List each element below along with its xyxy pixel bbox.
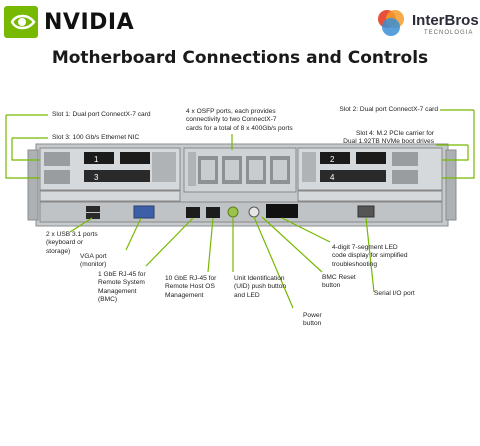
label-osfp-line2: connectivity to two ConnectX-7 — [186, 116, 277, 124]
rj45-10gbe — [206, 207, 220, 218]
label-usb-line1: 2 x USB 3.1 ports — [46, 231, 98, 238]
interbros-subtitle: TECNOLOGIA — [424, 30, 474, 36]
label-bmc-reset: BMC Reset button — [322, 274, 356, 291]
label-slot4: Slot 4: M.2 PCIe carrier for Dual 1.92TB… — [343, 130, 434, 147]
label-vga-line2: (monitor) — [80, 261, 107, 269]
vga-port — [133, 205, 155, 219]
serial-port — [357, 205, 375, 218]
label-slot4-line2: Dual 1.92TB NVMe boot drives — [343, 138, 434, 146]
label-rj45-1gbe-line2: Remote System — [98, 279, 145, 287]
label-power-line2: button — [303, 320, 322, 328]
label-vga: VGA port (monitor) — [80, 253, 107, 270]
label-osfp-line1: 4 x OSFP ports, each provides — [186, 108, 276, 115]
label-osfp: 4 x OSFP ports, each provides connectivi… — [186, 108, 293, 133]
label-rj45-1gbe-line4: (BMC) — [98, 295, 118, 303]
led-segment-display — [266, 204, 298, 218]
interbros-logo: InterBros TECNOLOGIA — [376, 8, 479, 48]
label-rj45-10gbe-line3: Management — [165, 291, 204, 299]
right-card-bay — [297, 147, 443, 202]
label-rj45-1gbe: 1 GbE RJ-45 for Remote System Management… — [98, 271, 146, 304]
label-power-line1: Power — [303, 312, 322, 319]
label-power: Power button — [303, 312, 322, 329]
label-rj45-10gbe: 10 GbE RJ-45 for Remote Host OS Manageme… — [165, 275, 216, 300]
label-slot1: Slot 1: Dual port ConnectX-7 card — [52, 111, 151, 118]
label-serial: Serial I/O port — [374, 290, 415, 297]
label-slot3: Slot 3: 100 Gb/s Ethernet NIC — [52, 134, 140, 141]
label-usb: 2 x USB 3.1 ports (keyboard or storage) — [46, 231, 98, 256]
label-segment-display: 4-digit 7-segment LED code display for s… — [332, 244, 408, 269]
osfp-bay — [183, 147, 297, 193]
interbros-name: InterBros — [412, 12, 479, 29]
usb-ports — [86, 206, 100, 212]
label-bmc-reset-line1: BMC Reset — [322, 274, 356, 281]
label-uid-line2: (UID) push button — [234, 283, 287, 291]
label-rj45-1gbe-line1: 1 GbE RJ-45 for — [98, 271, 146, 278]
uid-button — [227, 206, 239, 218]
label-slot2: Slot 2: Dual port ConnectX-7 card — [339, 106, 438, 113]
card-number-4: 4 — [330, 173, 335, 182]
nvidia-logo: NVIDIA — [4, 6, 134, 40]
nvidia-wordmark: NVIDIA — [44, 10, 135, 35]
left-card-bay — [39, 147, 181, 202]
label-segment-display-line3: troubleshooting — [332, 260, 378, 268]
power-button — [248, 206, 260, 218]
interbros-mark-icon — [378, 10, 404, 36]
label-segment-display-line1: 4-digit 7-segment LED — [332, 244, 398, 251]
label-usb-line3: storage) — [46, 247, 71, 255]
page-title: Motherboard Connections and Controls — [51, 48, 429, 68]
label-rj45-10gbe-line2: Remote Host OS — [165, 283, 215, 291]
label-rj45-1gbe-line3: Management — [98, 287, 137, 295]
card-number-1: 1 — [94, 155, 99, 164]
label-bmc-reset-line2: button — [322, 282, 341, 290]
card-number-2: 2 — [330, 155, 335, 164]
io-strip — [39, 201, 443, 223]
label-usb-line2: (keyboard or — [46, 239, 84, 247]
label-vga-line1: VGA port — [80, 253, 107, 260]
rj45-1gbe — [186, 207, 200, 218]
label-rj45-10gbe-line1: 10 GbE RJ-45 for — [165, 275, 217, 282]
label-slot4-line1: Slot 4: M.2 PCIe carrier for — [355, 130, 434, 137]
label-uid: Unit Identification (UID) push button an… — [234, 275, 286, 300]
nvidia-eye-icon — [4, 6, 38, 38]
card-number-3: 3 — [94, 173, 99, 182]
label-uid-line1: Unit Identification — [234, 275, 285, 282]
label-uid-line3: and LED — [234, 291, 260, 299]
label-osfp-line3: cards for a total of 8 x 400Gb/s ports — [186, 124, 293, 132]
label-segment-display-line2: code display for simplified — [332, 252, 408, 260]
